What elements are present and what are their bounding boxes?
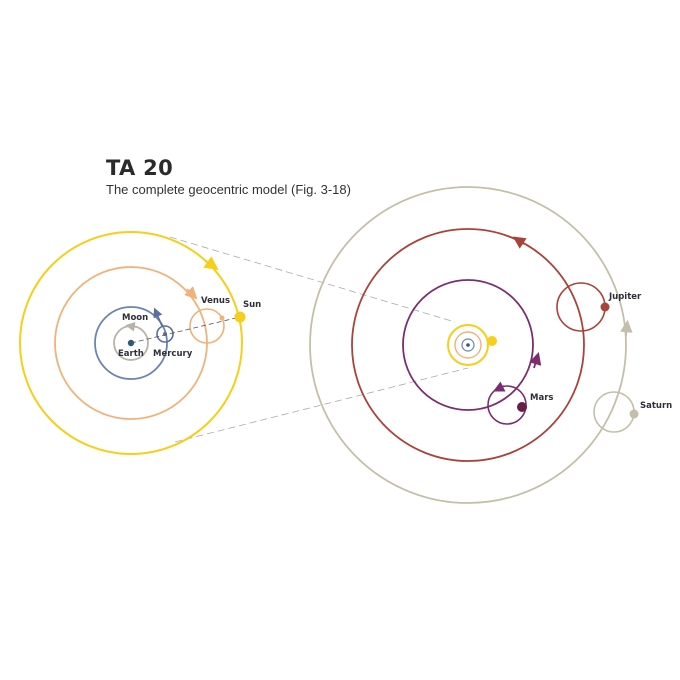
mars-dot	[517, 402, 527, 412]
jupiter-epicycle	[556, 282, 606, 332]
mars-epicycle-arrow	[492, 381, 506, 392]
figure-title: TA 20	[106, 156, 173, 180]
center-earth-dot	[466, 343, 470, 347]
projection-line-top	[169, 236, 456, 323]
center-sun-dot	[487, 336, 497, 346]
sun-orbit-arrow	[203, 256, 219, 271]
full-system: Jupiter Saturn Mars	[309, 186, 672, 504]
mars-deferent-arrow	[529, 351, 542, 369]
saturn-dot	[629, 409, 639, 419]
venus-epicycle	[189, 308, 225, 344]
center-sun-orbit	[447, 324, 489, 366]
sun-orbit	[19, 231, 243, 455]
label-venus: Venus	[201, 296, 230, 306]
jupiter-deferent-arrow	[512, 236, 527, 249]
venus-dot	[219, 315, 225, 321]
label-mercury: Mercury	[153, 349, 193, 359]
saturn-deferent	[309, 186, 627, 504]
projection-lines	[169, 236, 469, 443]
sun-dot	[234, 311, 246, 323]
mars-deferent	[402, 279, 534, 411]
jupiter-deferent	[351, 228, 585, 462]
saturn-deferent-arrow	[620, 319, 633, 337]
figure-subtitle: The complete geocentric model (Fig. 3-18…	[106, 182, 351, 197]
inner-system-inset: Moon Earth Mercury Venus Sun	[19, 231, 261, 455]
jupiter-dot	[600, 302, 610, 312]
label-saturn: Saturn	[640, 401, 672, 411]
mercury-arrow	[153, 307, 163, 327]
center-earth-orbit	[461, 338, 475, 352]
label-moon: Moon	[122, 313, 148, 323]
saturn-epicycle	[593, 391, 635, 433]
label-sun: Sun	[243, 300, 261, 310]
label-mars: Mars	[530, 393, 553, 403]
venus-deferent-arrow	[184, 286, 198, 300]
label-earth: Earth	[118, 349, 144, 359]
earth-sun-line	[130, 316, 241, 344]
label-jupiter: Jupiter	[608, 292, 642, 302]
projection-line-bottom	[174, 367, 469, 443]
center-venus-orbit	[454, 331, 482, 359]
mercury-epicycle	[156, 325, 174, 343]
earth-orbit-ring	[94, 306, 168, 380]
moon-orbit-arrow	[125, 322, 137, 332]
